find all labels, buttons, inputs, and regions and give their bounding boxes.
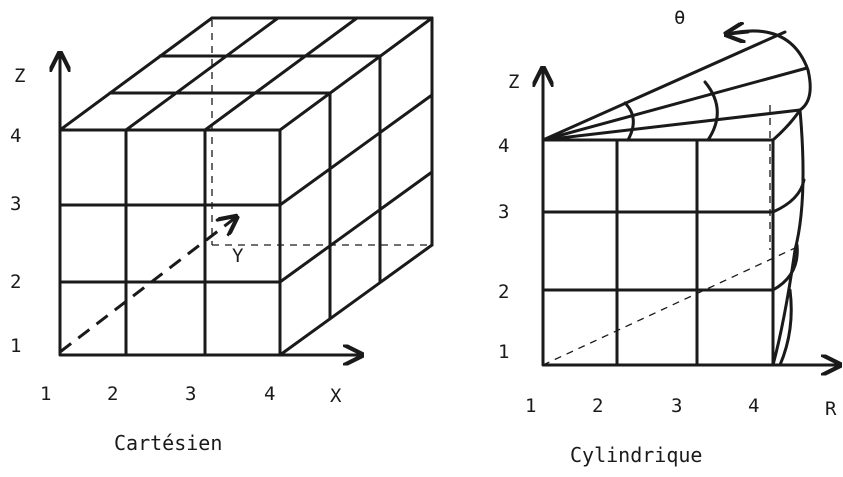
cartesian-z-tick: 4: [10, 125, 21, 147]
cartesian-hidden-edges: [211, 20, 432, 246]
cartesian-x-axis-label: X: [330, 385, 342, 407]
cartesian-z-tick: 3: [10, 193, 21, 215]
cylindrical-z-axis-label: Z: [508, 71, 519, 93]
cylindrical-theta-arrow: [728, 32, 750, 34]
cylindrical-r-tick: 4: [748, 395, 759, 417]
cartesian-title: Cartésien: [114, 431, 222, 455]
cartesian-top-face: [58, 16, 434, 132]
cylindrical-top-fan: [541, 29, 812, 142]
cylindrical-r-tick: 3: [671, 395, 682, 417]
cartesian-y-axis-label: Y: [232, 245, 244, 267]
cartesian-right-face: [278, 16, 434, 357]
cartesian-x-tick: 4: [264, 383, 275, 405]
cartesian-x-tick: 3: [185, 383, 196, 405]
cylindrical-front-face: [541, 138, 775, 367]
cylindrical-title: Cylindrique: [570, 443, 702, 467]
cylindrical-hidden-edges: [542, 105, 796, 366]
cylindrical-z-tick: 2: [498, 281, 509, 303]
cartesian-front-face: [58, 128, 282, 357]
cartesian-x-tick: 1: [40, 383, 51, 405]
cartesian-diagram: Z Y X 4 3 2 1 1 2 3 4 Cartésien: [10, 16, 434, 455]
cartesian-z-axis-label: Z: [14, 65, 25, 87]
cylindrical-z-tick: 4: [498, 135, 509, 157]
cylindrical-side-face: [771, 108, 806, 367]
cylindrical-z-tick: 3: [498, 201, 509, 223]
cylindrical-theta-label: θ: [674, 7, 685, 29]
cylindrical-diagram: Z θ R 4 3 2 1 1 2 3 4 Cylindrique: [498, 7, 838, 467]
cylindrical-r-tick: 1: [525, 395, 536, 417]
cartesian-z-tick: 1: [10, 335, 21, 357]
cylindrical-z-tick: 1: [498, 341, 509, 363]
cylindrical-r-axis-label: R: [825, 398, 837, 420]
cartesian-x-tick: 2: [107, 383, 118, 405]
cartesian-z-tick: 2: [10, 271, 21, 293]
cartesian-y-axis-arrow: [59, 218, 235, 354]
cylindrical-r-tick: 2: [592, 395, 603, 417]
